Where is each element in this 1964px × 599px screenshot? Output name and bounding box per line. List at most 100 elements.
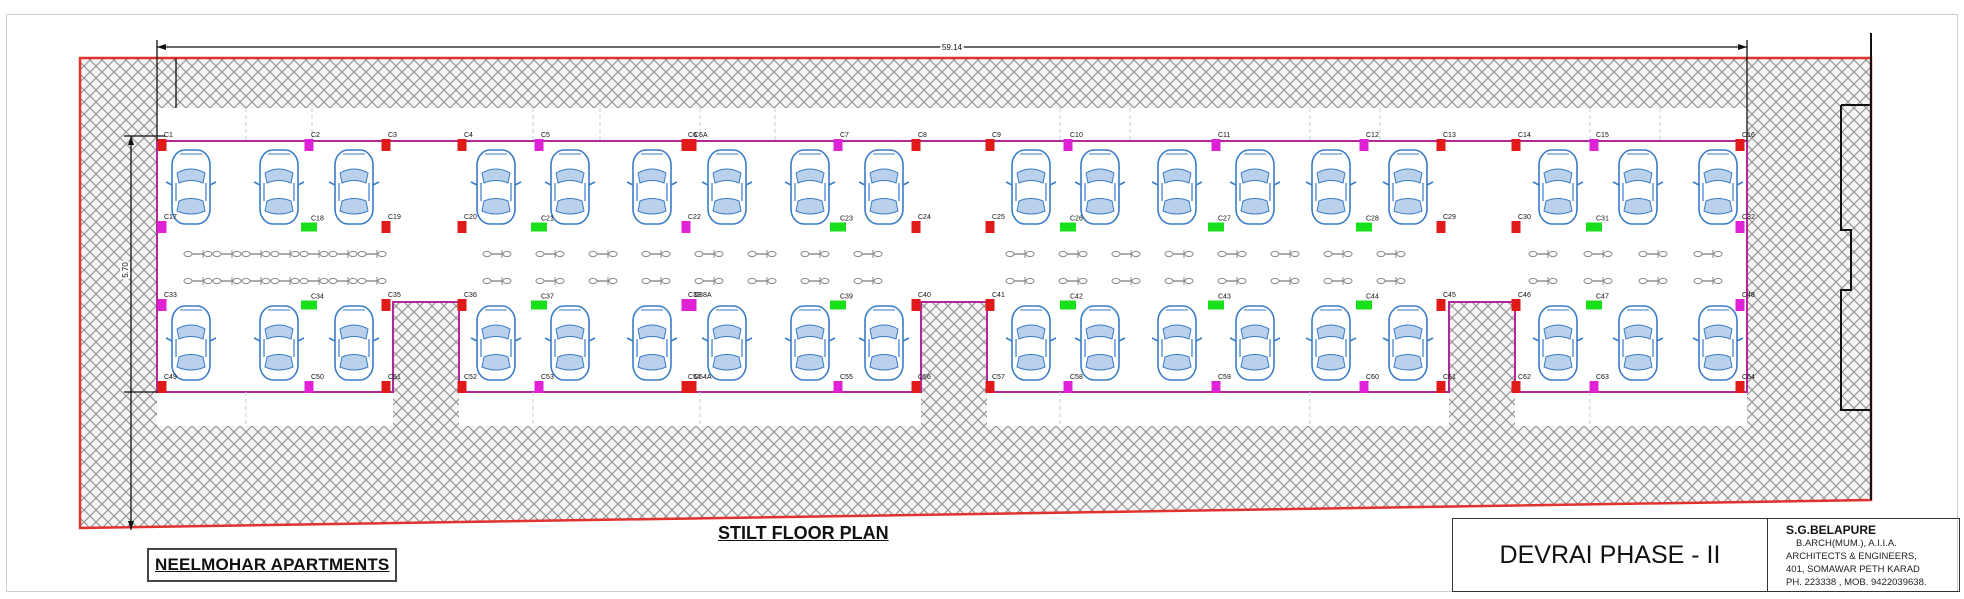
- column-c52: [457, 381, 467, 393]
- column-label-c35: C35: [388, 292, 401, 299]
- column-c16: [1735, 139, 1745, 151]
- column-c54a: [687, 381, 697, 393]
- column-label-c62: C62: [1518, 374, 1531, 381]
- column-c4: [457, 139, 467, 151]
- column-label-c51: C51: [388, 374, 401, 381]
- column-c56: [911, 381, 921, 393]
- car-lower-13: [1229, 305, 1281, 381]
- column-label-c44: C44: [1366, 294, 1379, 301]
- project-name: NEELMOHAR APARTMENTS: [155, 555, 390, 574]
- car-upper-7: [701, 149, 753, 225]
- column-c26: [1060, 222, 1076, 232]
- notch-1: [393, 394, 459, 428]
- column-label-c61: C61: [1443, 374, 1456, 381]
- column-c38a: [687, 299, 697, 311]
- column-label-c31: C31: [1596, 216, 1609, 223]
- column-c31: [1586, 222, 1602, 232]
- column-c53: [534, 381, 544, 393]
- column-label-c57: C57: [992, 374, 1005, 381]
- column-c54: [681, 381, 691, 393]
- car-upper-3: [328, 149, 380, 225]
- column-c64: [1735, 381, 1745, 393]
- column-label-c40: C40: [918, 292, 931, 299]
- car-lower-16: [1532, 305, 1584, 381]
- column-label-c39: C39: [840, 294, 853, 301]
- column-c40: [911, 299, 921, 311]
- column-label-c49: C49: [164, 374, 177, 381]
- column-label-c5: C5: [541, 132, 550, 139]
- column-label-c42: C42: [1070, 294, 1083, 301]
- column-label-c25: C25: [992, 214, 1005, 221]
- car-upper-6: [626, 149, 678, 225]
- column-label-c32: C32: [1742, 214, 1755, 221]
- column-c22: [681, 221, 691, 233]
- column-label-c33: C33: [164, 292, 177, 299]
- light-well-1: [393, 302, 459, 394]
- car-lower-18: [1692, 305, 1744, 381]
- column-c19: [381, 221, 391, 233]
- column-c29: [1436, 221, 1446, 233]
- car-upper-13: [1229, 149, 1281, 225]
- column-label-c36: C36: [464, 292, 477, 299]
- column-label-c7: C7: [840, 132, 849, 139]
- column-label-c22: C22: [688, 214, 701, 221]
- column-label-c6a: C6A: [694, 132, 708, 139]
- column-label-c37: C37: [541, 294, 554, 301]
- column-label-c14: C14: [1518, 132, 1531, 139]
- column-label-c46: C46: [1518, 292, 1531, 299]
- column-label-c64: C64: [1742, 374, 1755, 381]
- light-well-2: [921, 302, 987, 394]
- column-label-c20: C20: [464, 214, 477, 221]
- column-label-c38a: C38A: [694, 292, 712, 299]
- car-lower-1: [165, 305, 217, 381]
- column-c20: [457, 221, 467, 233]
- column-label-c11: C11: [1218, 132, 1230, 139]
- column-label-c24: C24: [918, 214, 931, 221]
- site-edge: [1840, 33, 1872, 500]
- column-label-c48: C48: [1742, 292, 1755, 299]
- column-label-c27: C27: [1218, 216, 1231, 223]
- column-c39: [830, 300, 846, 310]
- column-c44: [1356, 300, 1372, 310]
- column-c46: [1511, 299, 1521, 311]
- column-label-c58: C58: [1070, 374, 1083, 381]
- car-lower-5: [544, 305, 596, 381]
- column-label-c12: C12: [1366, 132, 1379, 139]
- car-lower-8: [784, 305, 836, 381]
- column-c62: [1511, 381, 1521, 393]
- car-upper-18: [1692, 149, 1744, 225]
- column-label-c13: C13: [1443, 132, 1456, 139]
- dimension-ticks: [128, 44, 1747, 530]
- firm-phone: PH. 223338 , MOB. 9422039638.: [1786, 577, 1927, 588]
- column-c13: [1436, 139, 1446, 151]
- column-label-c34: C34: [311, 294, 324, 301]
- column-c5: [534, 139, 544, 151]
- column-c17: [157, 221, 167, 233]
- car-upper-11: [1074, 149, 1126, 225]
- column-label-c63: C63: [1596, 374, 1609, 381]
- column-label-c23: C23: [840, 216, 853, 223]
- column-c35: [381, 299, 391, 311]
- column-c3: [381, 139, 391, 151]
- column-label-c30: C30: [1518, 214, 1531, 221]
- column-c18: [301, 222, 317, 232]
- title-block-project: DEVRAI PHASE - II: [1499, 540, 1721, 569]
- notch-2: [921, 394, 987, 428]
- column-label-c29: C29: [1443, 214, 1456, 221]
- car-upper-4: [470, 149, 522, 225]
- column-label-c18: C18: [311, 216, 324, 223]
- column-label-c38: C38: [688, 292, 701, 299]
- column-c48: [1735, 299, 1745, 311]
- column-c36: [457, 299, 467, 311]
- column-c50: [304, 381, 314, 393]
- column-c12: [1359, 139, 1369, 151]
- column-label-c52: C52: [464, 374, 477, 381]
- column-c38: [681, 299, 691, 311]
- car-lower-15: [1382, 305, 1434, 381]
- car-upper-14: [1305, 149, 1357, 225]
- column-label-c54: C54: [688, 374, 701, 381]
- car-upper-5: [544, 149, 596, 225]
- column-c21: [531, 222, 547, 232]
